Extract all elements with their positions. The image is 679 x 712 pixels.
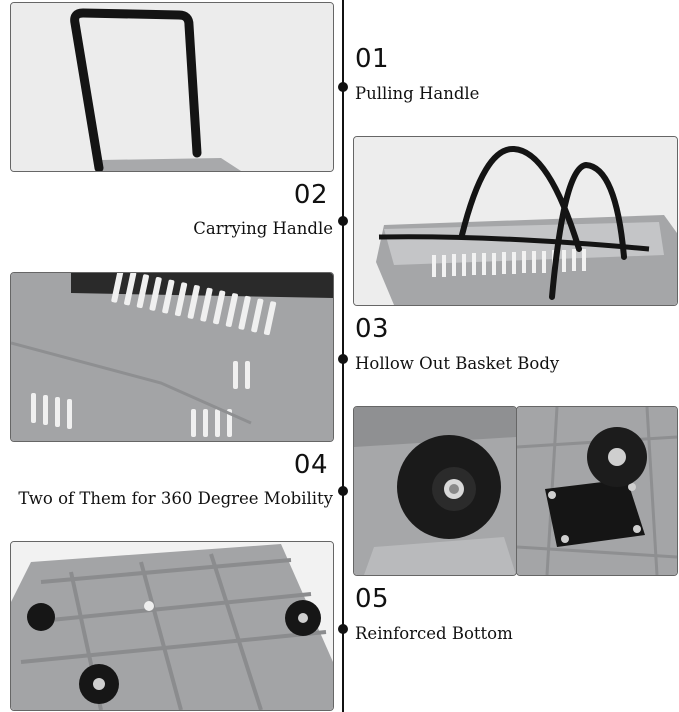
carrying-handle-photo [353, 136, 678, 306]
feature-label-02: Carrying Handle [193, 219, 333, 238]
feature-number-03: 03 [355, 314, 390, 344]
carrying-handle-image [354, 137, 677, 305]
hollow-basket-photo [10, 272, 334, 442]
reinforced-bottom-photo [10, 541, 334, 711]
timeline-dot-01 [338, 82, 348, 92]
pulling-handle-image [11, 3, 333, 171]
pulling-handle-photo [10, 2, 334, 172]
feature-label-04: Two of Them for 360 Degree Mobility [18, 489, 333, 508]
feature-label-01: Pulling Handle [355, 84, 480, 103]
caster-wheel-side-image [354, 407, 516, 575]
hollow-basket-image [11, 273, 333, 441]
reinforced-bottom-image [11, 542, 333, 710]
feature-number-05: 05 [355, 584, 390, 614]
caster-wheel-photo-1 [353, 406, 517, 576]
caster-wheel-mount-image [517, 407, 677, 575]
timeline-dot-02 [338, 216, 348, 226]
caster-wheel-photo-2 [516, 406, 678, 576]
feature-number-01: 01 [355, 44, 390, 74]
timeline-dot-03 [338, 354, 348, 364]
timeline-dot-05 [338, 624, 348, 634]
feature-number-02: 02 [293, 180, 328, 210]
feature-number-04: 04 [293, 450, 328, 480]
feature-label-03: Hollow Out Basket Body [355, 354, 560, 373]
timeline-dot-04 [338, 486, 348, 496]
feature-label-05: Reinforced Bottom [355, 624, 513, 643]
